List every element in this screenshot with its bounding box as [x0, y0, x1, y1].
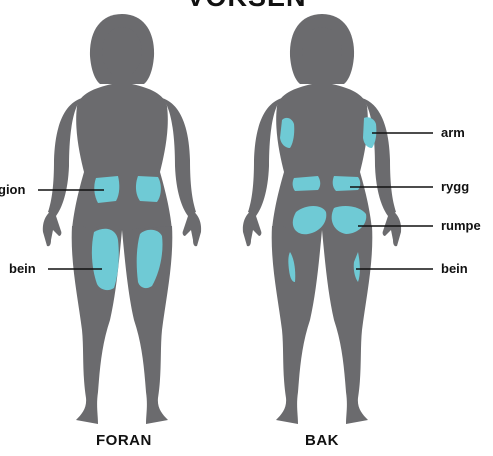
front-view-label: FORAN — [96, 432, 152, 449]
front-region-label: gion — [0, 182, 25, 197]
front-leg-label: bein — [9, 261, 36, 276]
back-zone-lowerback-left — [293, 176, 321, 191]
front-body-silhouette — [43, 14, 201, 424]
back-arm-label: arm — [441, 125, 465, 140]
front-zone-abdomen-right — [136, 176, 161, 202]
back-back-label: rygg — [441, 179, 469, 194]
back-view-label: BAK — [305, 432, 339, 449]
back-leg-label: bein — [441, 261, 468, 276]
back-zone-arm-left — [280, 118, 294, 148]
back-zone-lowerback-right — [333, 176, 361, 191]
back-buttocks-label: rumpe — [441, 218, 481, 233]
